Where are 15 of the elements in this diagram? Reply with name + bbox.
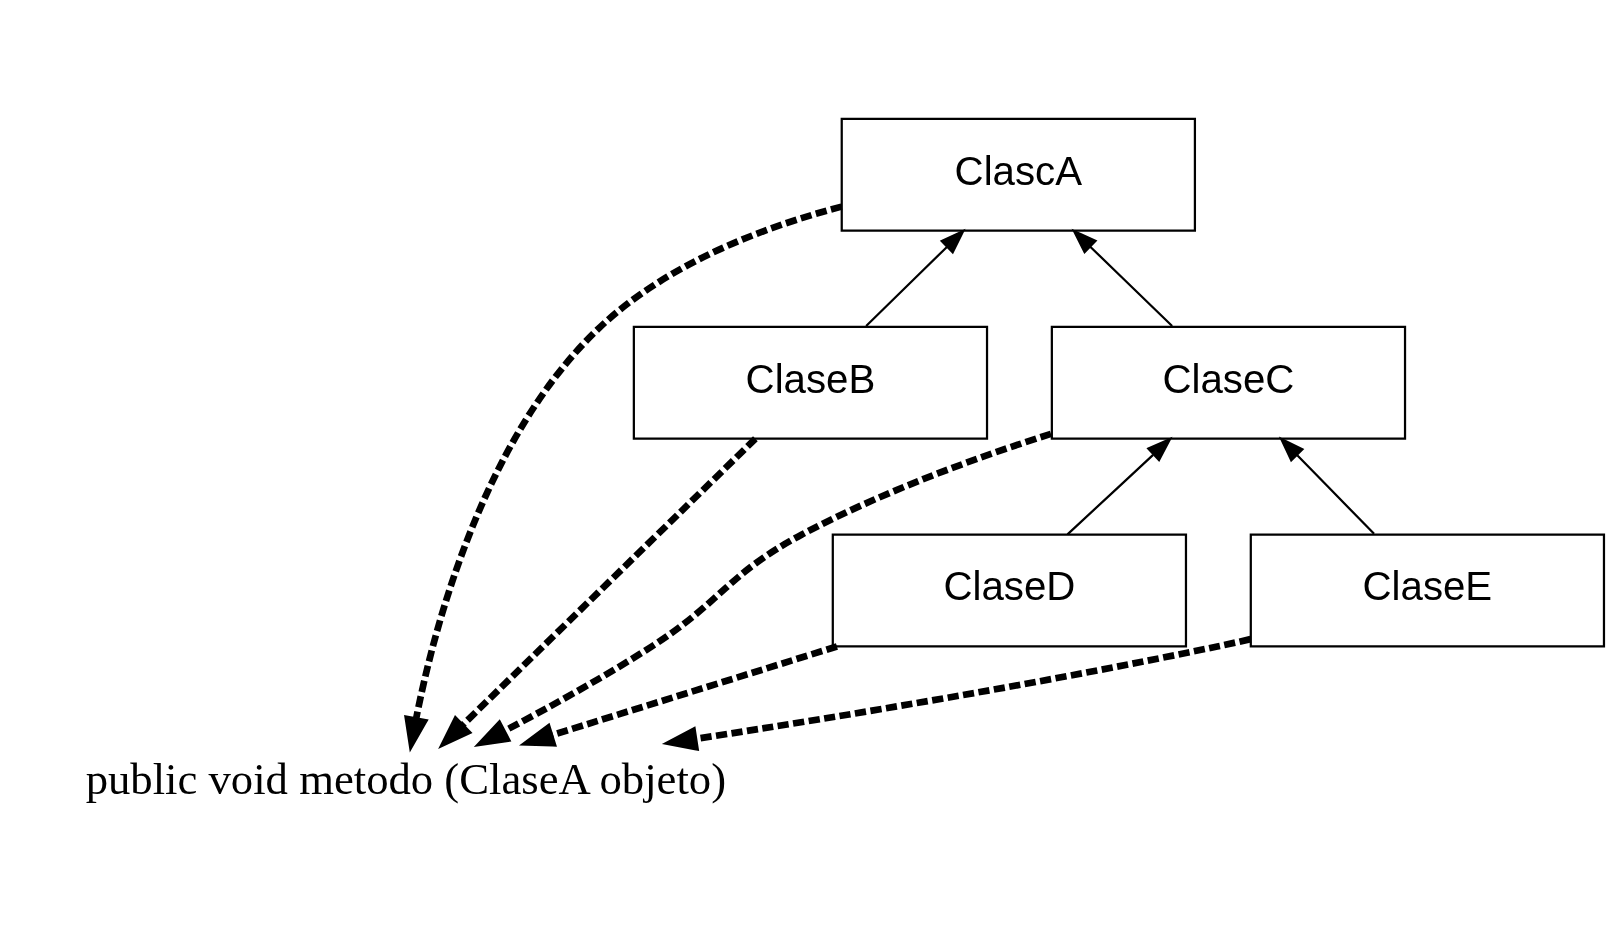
arrow — [864, 228, 966, 327]
node-box: ClaseB — [632, 325, 988, 440]
arrow — [1278, 436, 1375, 535]
arrow — [437, 436, 758, 750]
node-text: public void metodo (ClaseA objeto) — [85, 754, 726, 804]
arrow — [518, 643, 838, 747]
node-box: ClaseE — [1249, 533, 1605, 648]
arrow — [1071, 228, 1173, 327]
arrow — [661, 635, 1251, 752]
node-box: ClaseC — [1050, 325, 1406, 440]
arrow — [473, 430, 1052, 747]
node-box: ClaseD — [831, 533, 1187, 648]
node-box: ClascA — [840, 117, 1196, 232]
arrow — [403, 203, 842, 753]
arrow — [1066, 436, 1172, 536]
